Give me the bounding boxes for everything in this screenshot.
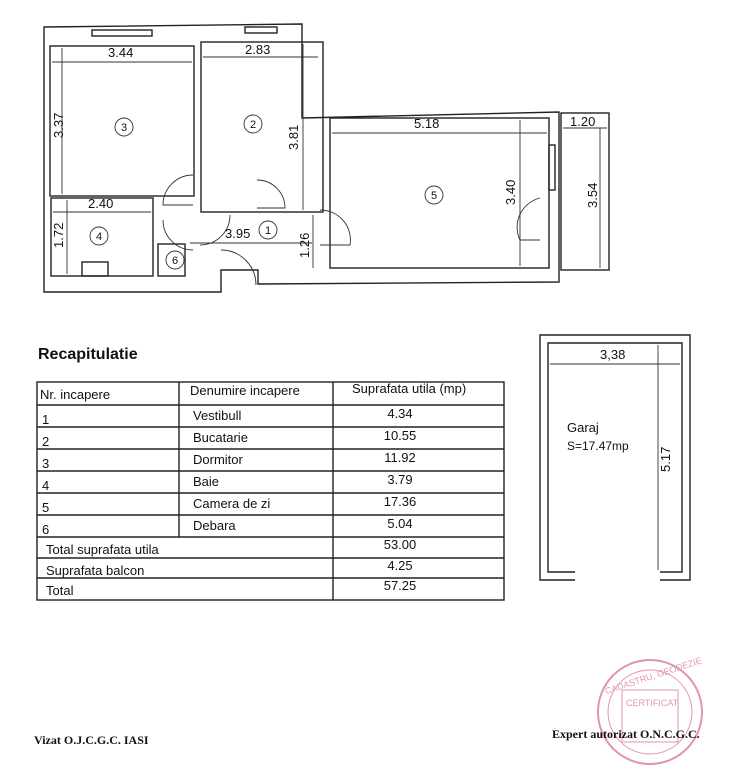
dim-room1-height: 1.26: [297, 233, 312, 258]
window: [548, 144, 556, 191]
garage-plan: 3,38 5.17 Garaj S=17.47mp: [539, 334, 691, 581]
window: [244, 26, 278, 34]
row-nr: 6: [42, 522, 49, 537]
balcony-outline: [560, 112, 610, 271]
row-name: Baie: [193, 474, 219, 489]
row-name: Bucatarie: [193, 430, 248, 445]
room-number-6: 6: [172, 255, 178, 267]
row-nr: 3: [42, 456, 49, 471]
row-nr: 5: [42, 500, 49, 515]
room-2-outline: [200, 41, 324, 213]
garage-label: Garaj: [567, 420, 599, 435]
dim-room2-width: 2.83: [245, 42, 270, 57]
row-nr: 2: [42, 434, 49, 449]
total-value: 53.00: [384, 537, 417, 552]
room-number-4: 4: [96, 231, 102, 243]
apartment-walls: [43, 23, 610, 293]
room-number-1: 1: [265, 225, 271, 237]
dim-room3-width: 3.44: [108, 45, 133, 60]
garage-length: 5.17: [658, 447, 673, 472]
total-label: Suprafata balcon: [46, 563, 144, 578]
room-number-3: 3: [121, 122, 127, 134]
total-value: 4.25: [387, 558, 412, 573]
row-area: 10.55: [384, 428, 417, 443]
total-value: 57.25: [384, 578, 417, 593]
dim-room2-height: 3.81: [286, 125, 301, 150]
vizat-note: Vizat O.J.C.G.C. IASI: [34, 733, 149, 747]
row-name: Debara: [193, 518, 236, 533]
room-3-outline: [49, 45, 195, 197]
row-area: 4.34: [387, 406, 412, 421]
garage-width: 3,38: [600, 347, 625, 362]
garage-area: S=17.47mp: [567, 439, 629, 453]
total-label: Total suprafata utila: [46, 542, 160, 557]
row-name: Vestibull: [193, 408, 242, 423]
dim-room4-height: 1.72: [51, 223, 66, 248]
dim-room3-height: 3.37: [51, 113, 66, 138]
row-nr: 1: [42, 412, 49, 427]
stamp-inner: CERTIFICAT: [626, 698, 679, 708]
room-number-2: 2: [250, 119, 256, 131]
window: [91, 29, 153, 37]
row-name: Dormitor: [193, 452, 244, 467]
room-markers: 1 2 3 4 5 6: [89, 114, 444, 270]
dimension-labels: 3.44 3.37 2.83 3.81 5.18 3.40 1.20 3.54 …: [51, 42, 600, 258]
summary-table: Nr. incapere Denumire incapere Suprafata…: [36, 381, 505, 601]
expert-note: Expert autorizat O.N.C.G.C.: [552, 727, 700, 741]
row-area: 11.92: [384, 450, 416, 465]
room-6-outline: [157, 243, 186, 277]
dim-room5-height: 3.40: [503, 180, 518, 205]
header-nr: Nr. incapere: [40, 387, 110, 402]
header-name: Denumire incapere: [190, 383, 300, 398]
room-5-outline: [329, 117, 550, 269]
dim-room1-width: 3.95: [225, 226, 250, 241]
total-label: Total: [46, 583, 74, 598]
dim-room4-width: 2.40: [88, 196, 113, 211]
row-nr: 4: [42, 478, 49, 493]
dimension-lines: [52, 44, 607, 274]
summary-title: Recapitulatie: [38, 346, 138, 363]
official-stamp: CADASTRU, GEODEZIE CERTIFICAT: [597, 655, 703, 765]
row-area: 17.36: [384, 494, 417, 509]
dim-room5-width: 5.18: [414, 116, 439, 131]
row-name: Camera de zi: [193, 496, 270, 511]
row-area: 3.79: [387, 472, 412, 487]
row-area: 5.04: [387, 516, 412, 531]
room-number-5: 5: [431, 190, 437, 202]
fixture: [81, 261, 109, 277]
dim-balcony-height: 3.54: [585, 183, 600, 208]
dim-balcony-width: 1.20: [570, 114, 595, 129]
header-area: Suprafata utila (mp): [352, 381, 466, 396]
